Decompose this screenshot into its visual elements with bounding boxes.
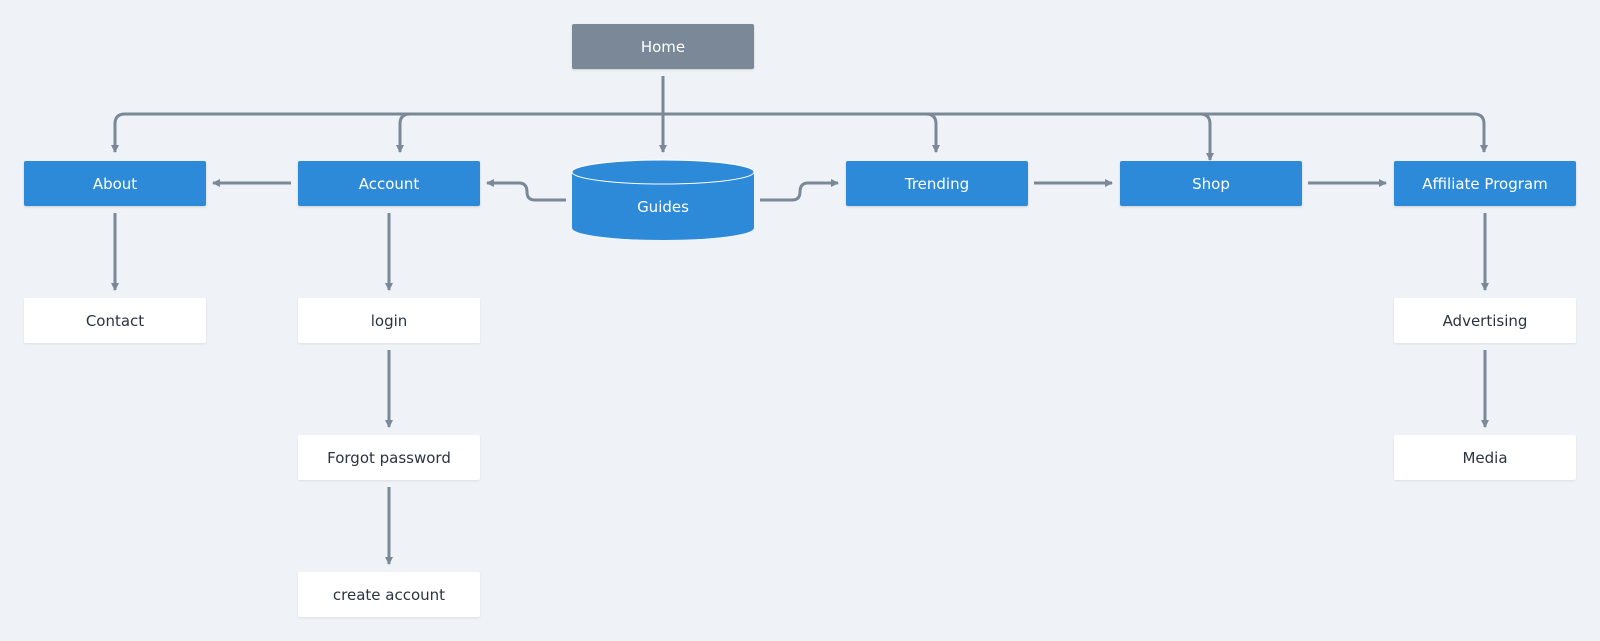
node-forgot-password: Forgot password bbox=[298, 435, 480, 480]
node-advertising: Advertising bbox=[1394, 298, 1576, 343]
node-login: login bbox=[298, 298, 480, 343]
node-forgot-password-label: Forgot password bbox=[327, 448, 451, 467]
node-affiliate-program-label: Affiliate Program bbox=[1422, 174, 1548, 193]
node-about-label: About bbox=[92, 174, 138, 193]
connector-home-about bbox=[111, 112, 663, 153]
node-media: Media bbox=[1394, 435, 1576, 480]
database-cylinder-icon bbox=[571, 159, 755, 240]
node-account: Account bbox=[298, 161, 480, 206]
node-shop: Shop bbox=[1120, 161, 1302, 206]
node-advertising-label: Advertising bbox=[1442, 311, 1528, 330]
node-media-label: Media bbox=[1462, 448, 1508, 467]
connector-home-shop bbox=[926, 112, 1214, 161]
node-create-account: create account bbox=[298, 572, 480, 617]
connector-guides-trending bbox=[760, 179, 839, 202]
node-login-label: login bbox=[370, 311, 408, 330]
node-home: Home bbox=[572, 24, 754, 69]
connector-home-account bbox=[396, 112, 411, 153]
node-shop-label: Shop bbox=[1192, 174, 1230, 193]
node-guides: Guides bbox=[572, 192, 754, 222]
connector-home-affiliate bbox=[1200, 112, 1488, 153]
node-account-label: Account bbox=[358, 174, 420, 193]
node-home-label: Home bbox=[640, 37, 686, 56]
node-about: About bbox=[24, 161, 206, 206]
node-trending: Trending bbox=[846, 161, 1028, 206]
node-create-account-label: create account bbox=[332, 585, 446, 604]
node-affiliate-program: Affiliate Program bbox=[1394, 161, 1576, 206]
node-contact: Contact bbox=[24, 298, 206, 343]
node-contact-label: Contact bbox=[85, 311, 145, 330]
node-guides-label: Guides bbox=[637, 198, 689, 216]
connector-guides-account bbox=[486, 179, 566, 202]
node-trending-label: Trending bbox=[904, 174, 970, 193]
connector-home-trending bbox=[663, 112, 940, 153]
